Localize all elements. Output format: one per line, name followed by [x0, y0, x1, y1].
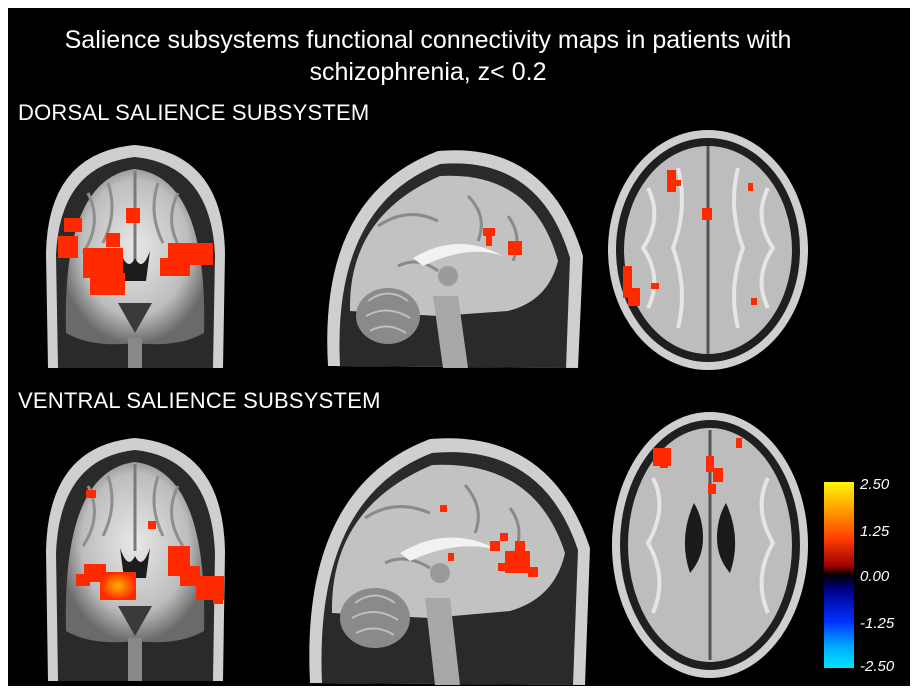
figure-canvas: Salience subsystems functional connectiv… — [8, 8, 910, 686]
colorbar-tick-zero: 0.00 — [860, 568, 890, 585]
dorsal-sagittal-activation — [483, 228, 522, 255]
ventral-axial-slice — [608, 408, 813, 683]
title-line-2: schizophrenia, z< 0.2 — [309, 58, 547, 86]
colorbar-tick-max: 2.50 — [860, 476, 890, 493]
dorsal-coronal-slice — [28, 133, 243, 368]
ventral-coronal-activation — [76, 490, 224, 604]
ventral-sagittal-activation — [440, 505, 538, 577]
ventral-section-label: VENTRAL SALIENCE SUBSYSTEM — [18, 388, 381, 413]
dorsal-sagittal-slice — [318, 136, 593, 368]
ventral-sagittal-slice — [300, 423, 600, 685]
colorbar-tick-mid-neg: -1.25 — [860, 615, 895, 632]
ventral-axial-activation — [653, 438, 742, 494]
title-line-1: Salience subsystems functional connectiv… — [64, 26, 792, 54]
colorbar — [824, 482, 854, 668]
colorbar-tick-min: -2.50 — [860, 658, 895, 675]
figure-title: Salience subsystems functional connectiv… — [8, 24, 848, 88]
dorsal-axial-slice — [603, 128, 813, 373]
dorsal-section-label: DORSAL SALIENCE SUBSYSTEM — [18, 100, 370, 125]
colorbar-tick-mid-pos: 1.25 — [860, 523, 890, 540]
dorsal-axial-activation — [623, 170, 757, 306]
dorsal-coronal-activation — [58, 208, 213, 295]
ventral-coronal-slice — [28, 426, 243, 681]
